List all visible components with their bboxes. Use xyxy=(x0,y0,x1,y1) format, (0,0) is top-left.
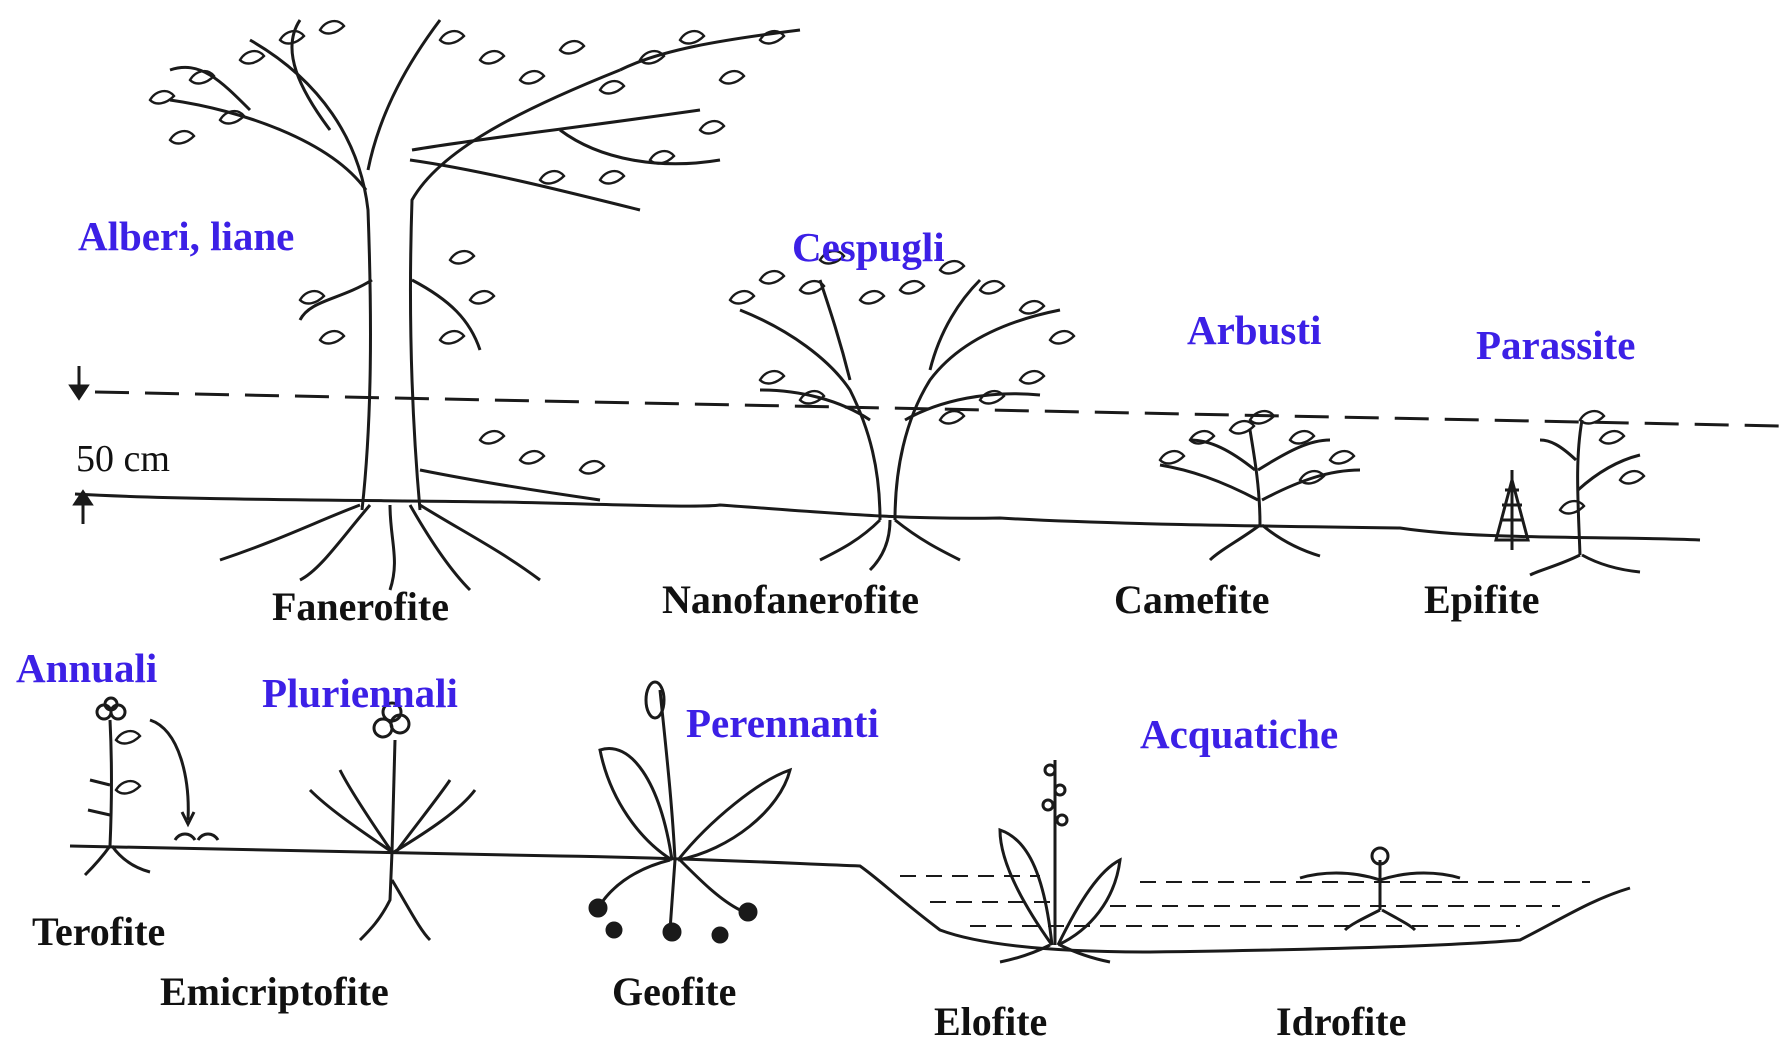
height-scale-label: 50 cm xyxy=(76,440,170,478)
water-lines xyxy=(900,876,1590,926)
hemicryptophyte-illustration xyxy=(310,703,475,940)
label-elofite: Elofite xyxy=(934,1002,1047,1042)
label-nanofanerofite: Nanofanerofite xyxy=(662,580,919,620)
height-reference-line xyxy=(95,392,1780,426)
down-arrow-icon xyxy=(71,366,87,398)
label-idrofite: Idrofite xyxy=(1276,1002,1406,1042)
label-perennanti: Perennanti xyxy=(686,703,879,744)
label-parassite: Parassite xyxy=(1476,325,1635,366)
label-acquatiche: Acquatiche xyxy=(1140,714,1338,755)
label-epifite: Epifite xyxy=(1424,580,1540,620)
label-emicriptofite: Emicriptofite xyxy=(160,972,389,1012)
label-cespugli: Cespugli xyxy=(792,227,945,268)
label-geofite: Geofite xyxy=(612,972,736,1012)
hydrophyte-illustration xyxy=(1300,848,1460,930)
label-camefite: Camefite xyxy=(1114,580,1269,620)
dwarf-shrub-illustration xyxy=(1160,411,1360,560)
label-annuali: Annuali xyxy=(16,648,157,689)
label-pluriennali: Pluriennali xyxy=(262,673,458,714)
epiphyte-illustration xyxy=(1496,411,1644,575)
helophyte-illustration xyxy=(1000,760,1120,962)
label-fanerofite: Fanerofite xyxy=(272,587,449,627)
up-arrow-icon xyxy=(75,492,91,524)
label-arbusti: Arbusti xyxy=(1187,310,1321,351)
label-terofite: Terofite xyxy=(32,912,165,952)
ground-lower xyxy=(70,846,1630,952)
label-alberi-liane: Alberi, liane xyxy=(78,216,294,257)
